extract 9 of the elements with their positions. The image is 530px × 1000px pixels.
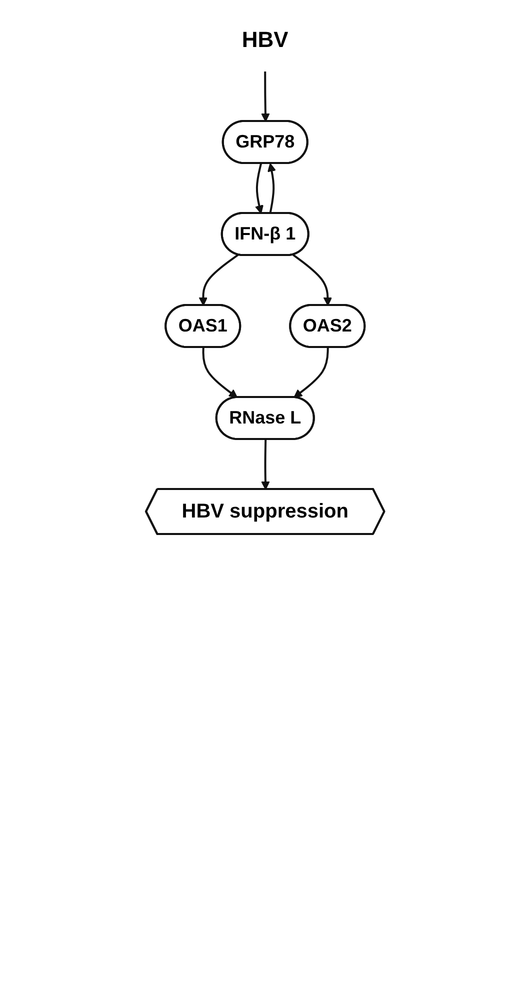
arrow [198,254,239,306]
node-text: HBV [242,27,288,52]
arrow [254,163,264,214]
arrow [202,347,238,398]
arrow [293,347,329,398]
arrow [260,71,270,122]
arrow [292,254,332,306]
arrow [267,163,276,214]
arrow [260,439,270,490]
